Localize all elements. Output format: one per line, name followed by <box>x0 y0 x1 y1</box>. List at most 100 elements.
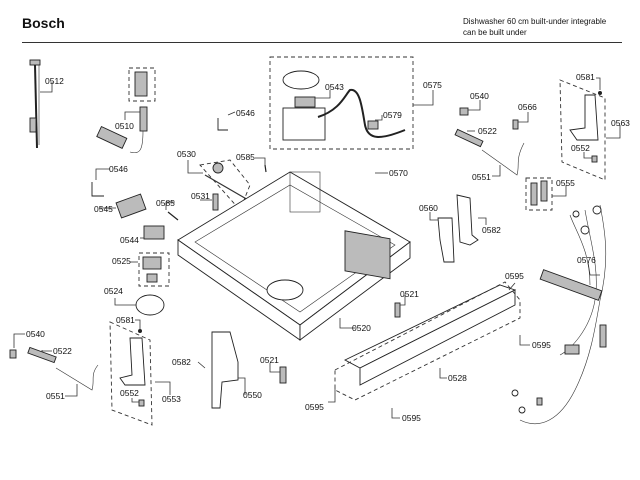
part-0510-sensor[interactable] <box>96 125 128 149</box>
part-0553-hinge[interactable] <box>119 337 146 386</box>
label-0581-left: 0581 <box>116 315 135 325</box>
label-0540-left: 0540 <box>26 329 45 339</box>
label-0582-center: 0582 <box>172 357 191 367</box>
part-0545-module[interactable] <box>115 193 147 219</box>
part-0521-screw-left[interactable] <box>279 366 287 384</box>
label-0510: 0510 <box>115 121 134 131</box>
label-0582-right: 0582 <box>482 225 501 235</box>
part-0563-hinge[interactable] <box>569 94 599 141</box>
part-0530-cap[interactable] <box>212 162 224 174</box>
part-0566[interactable] <box>512 119 519 130</box>
part-0582-bracket[interactable] <box>456 194 479 246</box>
part-pump-housing[interactable] <box>282 107 326 141</box>
label-0595-a: 0595 <box>505 271 524 281</box>
label-0585-top: 0585 <box>236 152 255 162</box>
part-0522-left[interactable] <box>27 346 57 364</box>
label-0545: 0545 <box>94 204 113 214</box>
label-0528: 0528 <box>448 373 467 383</box>
part-0525-part[interactable] <box>142 256 162 270</box>
label-0563: 0563 <box>611 118 630 128</box>
diagram-subtitle: Dishwasher 60 cm built-under integrable … <box>463 16 606 38</box>
part-0510-bracket[interactable] <box>134 71 148 97</box>
part-0524-disk[interactable] <box>135 294 165 316</box>
part-0585-screw-left[interactable] <box>167 211 179 221</box>
label-0551-left: 0551 <box>46 391 65 401</box>
part-0555-box <box>525 177 553 211</box>
label-0521-left: 0521 <box>260 355 279 365</box>
label-0552-left: 0552 <box>120 388 139 398</box>
part-0581-left[interactable] <box>138 329 142 333</box>
label-0521-right: 0521 <box>400 289 419 299</box>
part-0579-hose[interactable] <box>317 88 406 138</box>
part-0551-left-wire[interactable] <box>55 364 99 391</box>
brand-title: Bosch <box>22 15 65 31</box>
label-0566: 0566 <box>518 102 537 112</box>
label-0575: 0575 <box>423 80 442 90</box>
label-0579: 0579 <box>383 110 402 120</box>
part-0540-left[interactable] <box>9 349 17 359</box>
label-0525: 0525 <box>112 256 131 266</box>
part-0531-screw[interactable] <box>212 193 219 211</box>
header-divider <box>22 42 622 43</box>
label-0595-d: 0595 <box>402 413 421 423</box>
label-0543: 0543 <box>325 82 344 92</box>
label-0552-right: 0552 <box>571 143 590 153</box>
part-0544-valve[interactable] <box>143 225 165 240</box>
part-0552-left[interactable] <box>138 399 145 407</box>
part-0555-a[interactable] <box>530 182 538 206</box>
part-0570-dosing[interactable] <box>344 230 391 280</box>
subtitle-line-1: Dishwasher 60 cm built-under integrable <box>463 17 607 26</box>
part-0512-rod[interactable] <box>29 59 41 149</box>
label-0550: 0550 <box>243 390 262 400</box>
part-0581-right[interactable] <box>598 91 602 95</box>
part-0585-screw-top[interactable] <box>264 164 267 173</box>
label-0581-right: 0581 <box>576 72 595 82</box>
label-0522-left: 0522 <box>53 346 72 356</box>
part-0522-right[interactable] <box>454 128 484 148</box>
label-0576: 0576 <box>577 255 596 265</box>
label-0530: 0530 <box>177 149 196 159</box>
label-0553: 0553 <box>162 394 181 404</box>
label-0546-left: 0546 <box>109 164 128 174</box>
part-0510-box <box>128 67 156 102</box>
label-0560: 0560 <box>419 203 438 213</box>
part-0550-bracket[interactable] <box>211 331 239 409</box>
label-0540-right: 0540 <box>470 91 489 101</box>
part-base-tub[interactable] <box>177 171 411 341</box>
part-sump-disk <box>266 279 304 301</box>
label-0595-b: 0595 <box>532 340 551 350</box>
part-0528-face <box>359 289 516 386</box>
part-0543-cover[interactable] <box>282 70 320 90</box>
part-0525-box <box>138 252 170 287</box>
label-0585-left: 0585 <box>156 198 175 208</box>
subtitle-line-2: can be built under <box>463 28 527 37</box>
part-0552-right[interactable] <box>591 155 598 163</box>
label-0522-right: 0522 <box>478 126 497 136</box>
part-0563-box <box>559 79 606 181</box>
label-0570: 0570 <box>389 168 408 178</box>
part-0555-b[interactable] <box>540 180 548 202</box>
label-0551-right: 0551 <box>472 172 491 182</box>
label-0546-center: 0546 <box>236 108 255 118</box>
part-0553-box <box>109 321 153 426</box>
label-0555: 0555 <box>556 178 575 188</box>
part-0560-bracket[interactable] <box>437 217 455 263</box>
part-0546-clip-center[interactable] <box>217 118 228 131</box>
part-0576-wire-harness[interactable] <box>511 204 607 425</box>
part-0575-box <box>269 56 414 150</box>
label-0520: 0520 <box>352 323 371 333</box>
part-0510-coil[interactable] <box>139 106 148 132</box>
part-0546-clip-left[interactable] <box>91 182 104 197</box>
label-0531: 0531 <box>191 191 210 201</box>
part-0551-right-wire[interactable] <box>481 142 525 176</box>
part-0540-right[interactable] <box>459 107 469 116</box>
part-0521-screw-right[interactable] <box>394 302 401 318</box>
label-0544: 0544 <box>120 235 139 245</box>
part-0543-component[interactable] <box>294 96 316 108</box>
label-0512: 0512 <box>45 76 64 86</box>
label-0595-c: 0595 <box>305 402 324 412</box>
part-0579-clip[interactable] <box>367 120 379 130</box>
part-0528-box <box>334 281 521 401</box>
part-0525-cap[interactable] <box>146 273 158 283</box>
